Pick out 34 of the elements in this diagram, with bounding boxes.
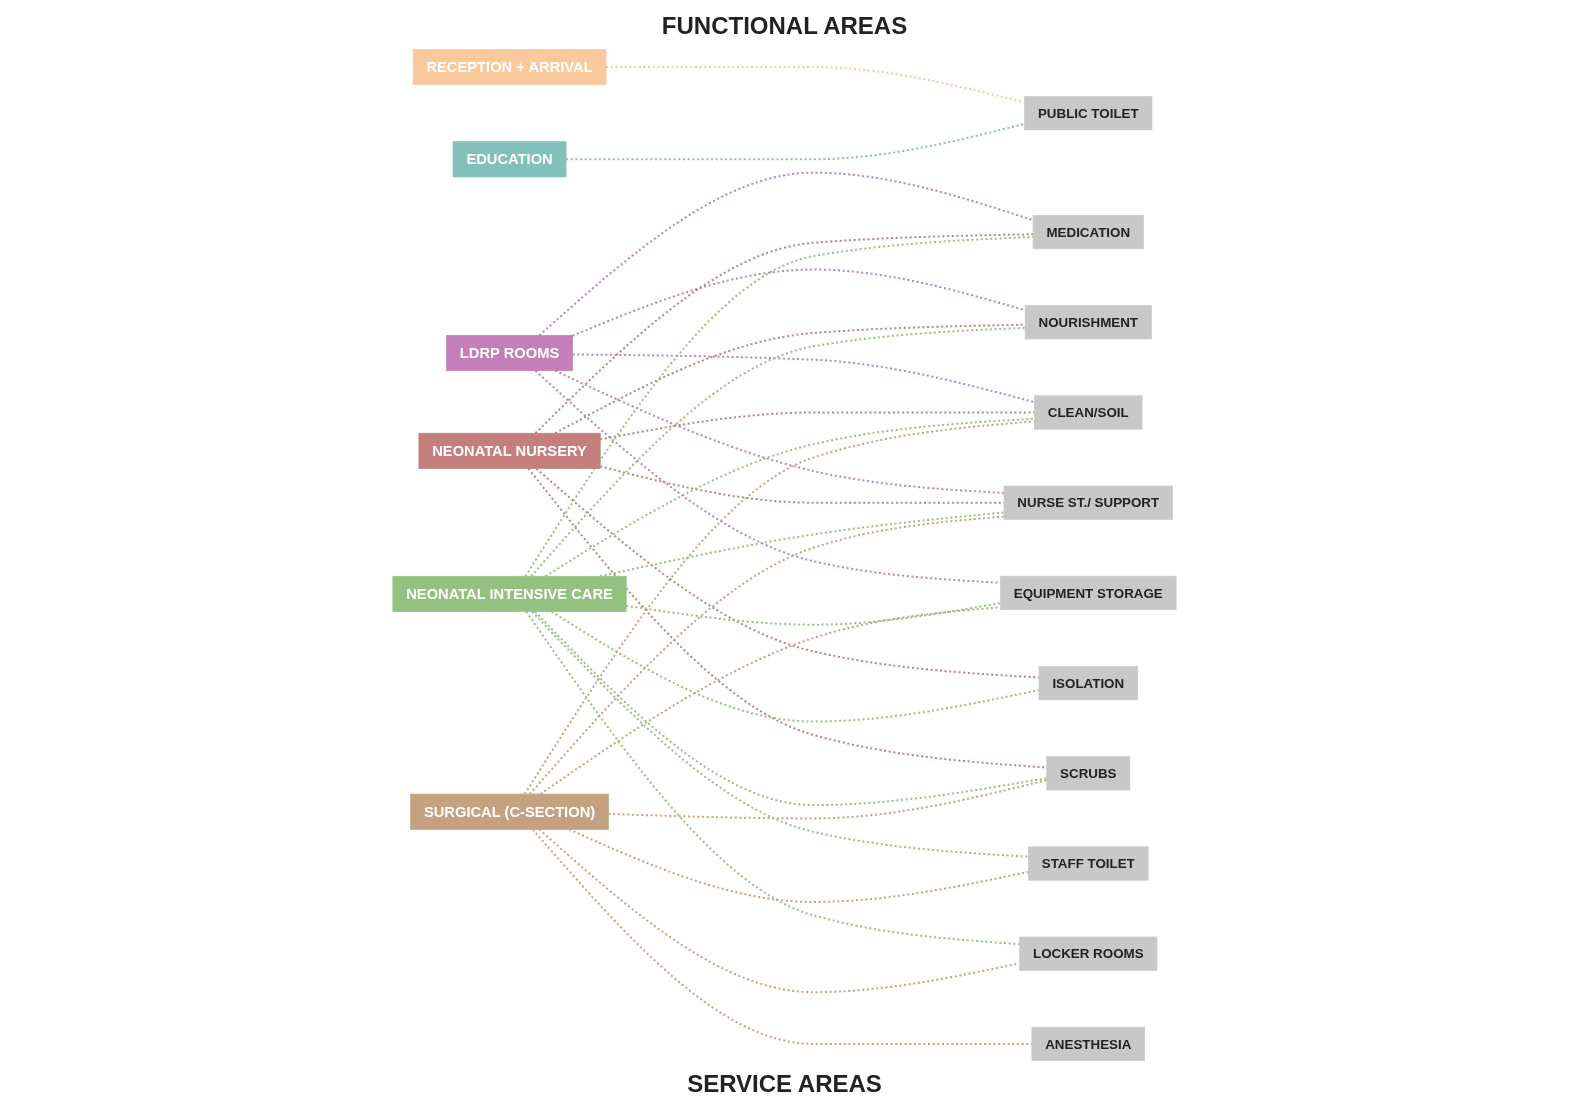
node-box: NURSE ST./ SUPPORT (1003, 485, 1173, 520)
connector (525, 610, 1021, 946)
node-box: CLEAN/SOIL (1034, 395, 1143, 430)
node-box: SCRUBS (1046, 756, 1131, 791)
node-box: STAFF TOILET (1028, 846, 1149, 881)
node-box: ANESTHESIA (1031, 1026, 1146, 1061)
node-box: RECEPTION + ARRIVAL (412, 49, 607, 86)
connector (528, 515, 1005, 796)
node-box: NEONATAL NURSERY (418, 432, 601, 469)
area-heading: FUNCTIONAL AREAS (661, 12, 908, 40)
connector (534, 233, 1035, 435)
node-box: ISOLATION (1038, 666, 1138, 701)
node-box: MEDICATION (1032, 215, 1144, 250)
connector (565, 122, 1026, 161)
node-box: SURGICAL (C-SECTION) (410, 793, 609, 830)
node-box: NEONATAL INTENSIVE CARE (392, 575, 627, 612)
connector (530, 326, 1027, 578)
connector (599, 511, 1005, 578)
connector (544, 417, 1036, 578)
node-box: LOCKER ROOMS (1019, 936, 1158, 971)
connector (531, 610, 1030, 858)
connector (625, 602, 1002, 626)
connector (554, 369, 1005, 494)
connector (607, 779, 1048, 820)
connector (534, 610, 1048, 807)
connector (524, 235, 1035, 578)
connector (568, 828, 1030, 903)
node-box: NOURISHMENT (1024, 305, 1152, 340)
node-box: LDRP ROOMS (446, 335, 573, 372)
node-box: EQUIPMENT STORAGE (1000, 575, 1177, 610)
area-heading: SERVICE AREAS (687, 1070, 882, 1098)
node-box: EDUCATION (452, 141, 567, 178)
connector (571, 353, 1036, 404)
node-box: PUBLIC TOILET (1024, 96, 1153, 131)
